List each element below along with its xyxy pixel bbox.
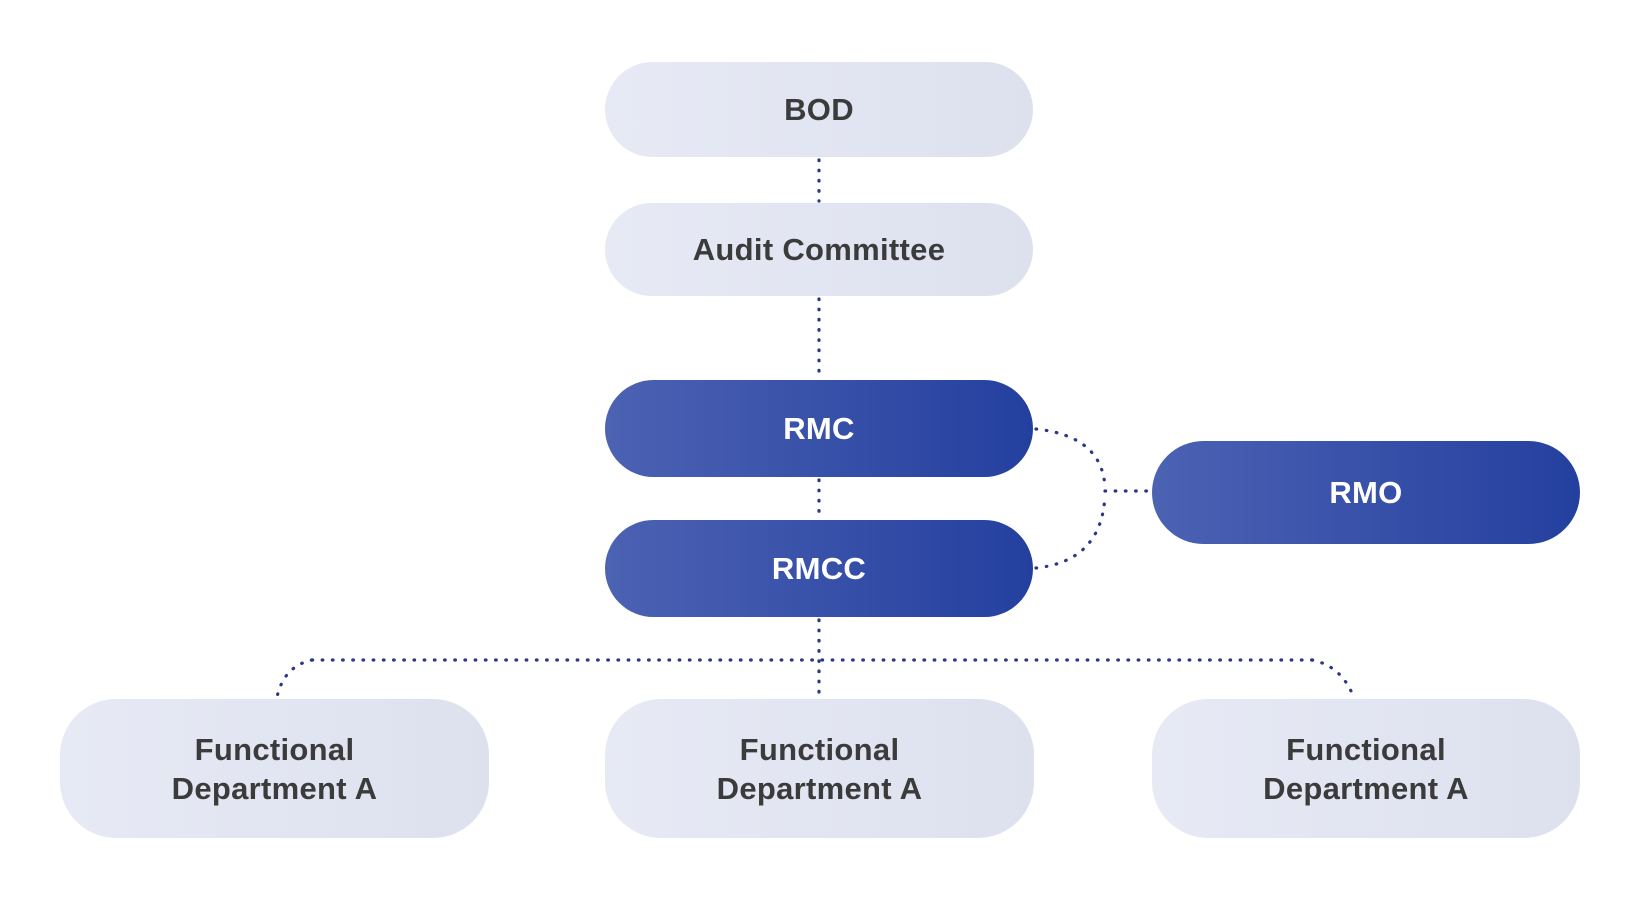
node-rmc-label: RMC — [783, 411, 855, 446]
node-rmcc-label: RMCC — [771, 551, 867, 586]
connector-rmc-rmo-curve — [1034, 427, 1107, 489]
node-bod: BOD — [605, 62, 1033, 157]
node-functional-department-3: Functional Department A — [1152, 699, 1580, 838]
node-functional-department-2-label: Functional Department A — [716, 731, 923, 806]
node-rmo: RMO — [1152, 441, 1580, 544]
node-rmc: RMC — [605, 380, 1033, 477]
node-audit-committee-label: Audit Committee — [692, 232, 946, 267]
node-rmcc: RMCC — [605, 520, 1033, 617]
node-rmo-label: RMO — [1329, 475, 1403, 510]
node-functional-department-1-label: Functional Department A — [171, 731, 378, 806]
connector-rail-dept1 — [275, 658, 314, 699]
node-bod-label: BOD — [784, 92, 854, 127]
connector-rmcc-rmo-curve — [1034, 493, 1107, 570]
connector-rail-dept3 — [1310, 658, 1356, 700]
node-functional-department-3-label: Functional Department A — [1263, 731, 1469, 806]
node-functional-department-2: Functional Department A — [605, 699, 1034, 838]
node-audit-committee: Audit Committee — [605, 203, 1033, 296]
node-functional-department-1: Functional Department A — [60, 699, 489, 838]
